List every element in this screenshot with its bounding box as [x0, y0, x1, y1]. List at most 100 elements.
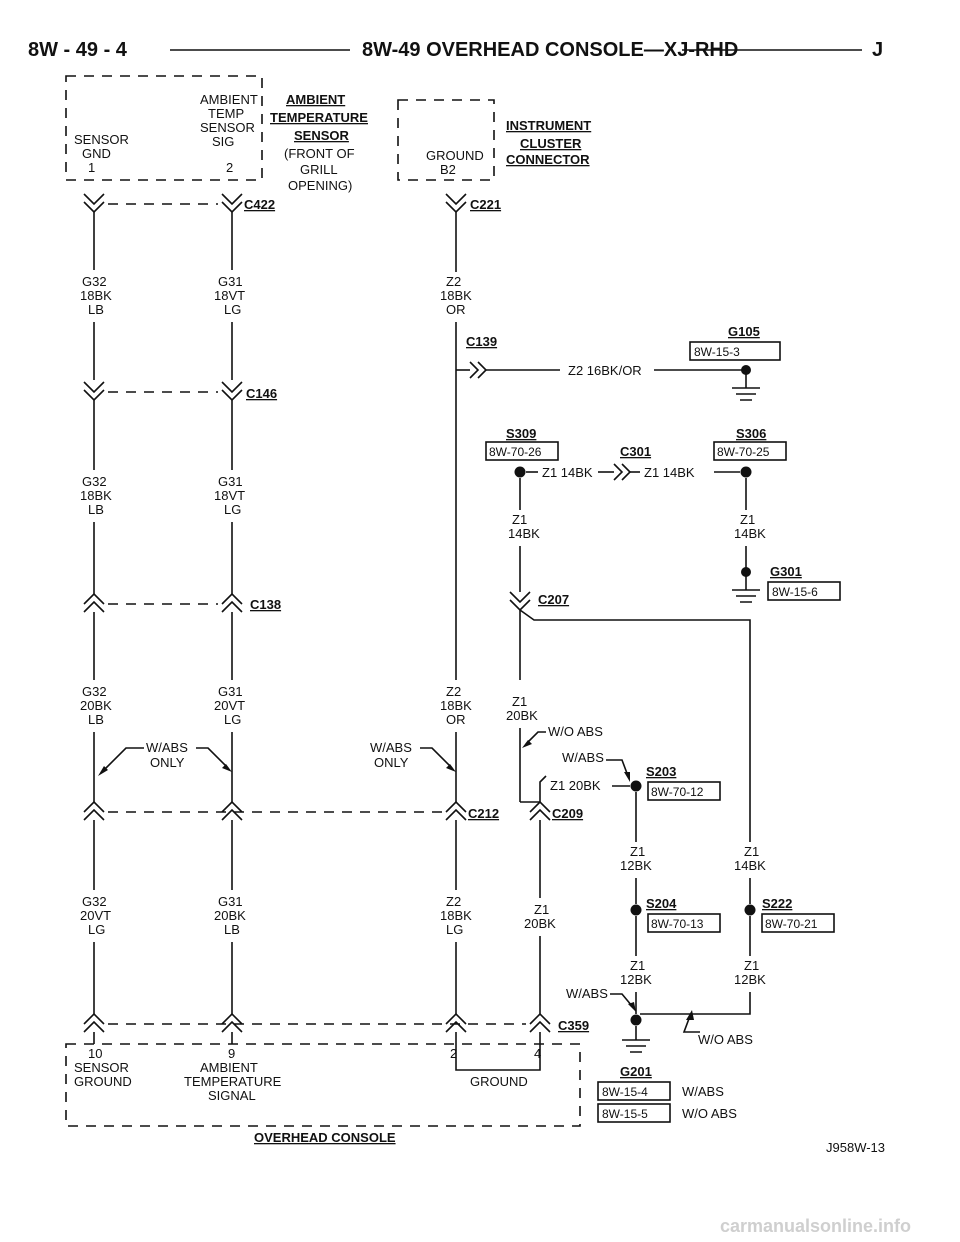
wire-c3-gauge: 18BK: [440, 908, 472, 923]
console-pin10-3: GROUND: [74, 1074, 132, 1089]
console-pin10-1: 10: [88, 1046, 102, 1061]
pin2-label-5: 2: [226, 160, 233, 175]
wabs-only-left-2: ONLY: [150, 755, 185, 770]
wabs-s203: W/ABS: [562, 750, 604, 765]
wire-z2-16-label: Z2 16BK/OR: [568, 363, 642, 378]
s222-ref-box: [761, 913, 835, 933]
console-pin4: 4: [534, 1046, 541, 1061]
wabs-arrow-center: [420, 747, 453, 769]
c209-label: C209: [552, 806, 583, 821]
g201-ref-b: 8W-15-5: [602, 1107, 648, 1121]
wire-f2-gauge: 12BK: [620, 972, 652, 987]
g301-ref: 8W-15-6: [772, 585, 818, 599]
figure-id: J958W-13: [826, 1140, 885, 1155]
wire-e1-circuit: Z1: [740, 512, 755, 527]
s204-node: [630, 904, 642, 916]
console-title: OVERHEAD CONSOLE: [254, 1130, 396, 1145]
wabs-g201: W/ABS: [566, 986, 608, 1001]
g201-label: G201: [620, 1064, 652, 1079]
s309-ref: 8W-70-26: [489, 445, 542, 459]
sensor-note-2: GRILL: [300, 162, 338, 177]
wire-e2-circuit: Z1: [744, 844, 759, 859]
cluster-title-3: CONNECTOR: [506, 152, 590, 167]
pin2-label-4: SIG: [212, 134, 234, 149]
c221-label: C221: [470, 197, 501, 212]
pin2-label-1: AMBIENT: [200, 92, 258, 107]
wire-a3-circuit: G32: [82, 684, 107, 699]
wabs-arrow-g201: [610, 993, 633, 1007]
wire-e-to-g201: [640, 992, 751, 1015]
c301-label: C301: [620, 444, 651, 459]
page-number: 8W - 49 - 4: [28, 39, 128, 61]
g301-ground-symbol: [732, 589, 760, 603]
wire-b1-gauge: 18VT: [214, 288, 245, 303]
wire-a1-circuit: G32: [82, 274, 107, 289]
s222-label: S222: [762, 896, 792, 911]
g105-ref-box: [689, 341, 781, 361]
sensor-title-1: AMBIENT: [286, 92, 345, 107]
console-pin9-4: SIGNAL: [208, 1088, 256, 1103]
sensor-title-3: SENSOR: [294, 128, 350, 143]
console-pin9-3: TEMPERATURE: [184, 1074, 282, 1089]
wire-b3-circuit: G31: [218, 684, 243, 699]
wire-a2-gauge: 18BK: [80, 488, 112, 503]
c359-terminal-b: [221, 1012, 243, 1033]
console-ground-bridge: [455, 1062, 541, 1071]
g105-ref: 8W-15-3: [694, 345, 740, 359]
wire-z1-20-to-s222: [519, 609, 751, 842]
c422-label: C422: [244, 197, 275, 212]
s204-ref-box: [647, 913, 721, 933]
c138-label: C138: [250, 597, 281, 612]
overhead-console-box: [65, 1043, 581, 1127]
wire-a4-color: LG: [88, 922, 105, 937]
wire-c1-circuit: Z2: [446, 274, 461, 289]
wire-b1-circuit: G31: [218, 274, 243, 289]
g201-ref-a: 8W-15-4: [602, 1085, 648, 1099]
wire-z1-14-left-label: Z1 14BK: [542, 465, 593, 480]
wabs-arrowhead-left-b: [222, 764, 232, 772]
wo-abs-arrow-g201: [682, 1015, 700, 1033]
wire-f1-gauge: 12BK: [620, 858, 652, 873]
wire-c2-gauge: 18BK: [440, 698, 472, 713]
wabs-arrow-left-b: [196, 747, 229, 769]
wire-b2-gauge: 18VT: [214, 488, 245, 503]
g201-ref-b-box: [597, 1103, 671, 1123]
cluster-title-2: CLUSTER: [520, 136, 582, 151]
s203-ref: 8W-70-12: [651, 785, 704, 799]
wire-d2-gauge: 20BK: [506, 708, 538, 723]
wire-a2-color: LB: [88, 502, 104, 517]
wire-z1-20-branch-label: Z1 20BK: [550, 778, 601, 793]
wabs-arrow-s203: [606, 759, 629, 777]
console-ground: GROUND: [470, 1074, 528, 1089]
wire-z1-20-branch: [539, 775, 547, 802]
wire-f1-circuit: Z1: [630, 844, 645, 859]
c146-terminal-b: [221, 381, 243, 402]
c212-terminal-a: [83, 800, 105, 821]
console-pin9-2: AMBIENT: [200, 1060, 258, 1075]
page-title: 8W-49 OVERHEAD CONSOLE—XJ-RHD: [362, 39, 738, 61]
c212-terminal-c: [445, 800, 467, 821]
cluster-pin-label-2: B2: [440, 162, 456, 177]
c212-terminal-b: [221, 800, 243, 821]
page-letter: J: [872, 39, 883, 61]
g201-node: [630, 1014, 642, 1026]
wire-a1-color: LB: [88, 302, 104, 317]
wire-b4-gauge: 20BK: [214, 908, 246, 923]
c212-label: C212: [468, 806, 499, 821]
s204-ref: 8W-70-13: [651, 917, 704, 931]
wire-b4-color: LB: [224, 922, 240, 937]
c139-label: C139: [466, 334, 497, 349]
wo-abs-arrowhead-g201: [686, 1010, 694, 1020]
wabs-arrowhead-center: [446, 764, 456, 772]
wabs-arrowhead-left-a: [98, 766, 108, 776]
c139-terminal: [469, 361, 488, 379]
wire-z1-14-right-label: Z1 14BK: [644, 465, 695, 480]
wire-c1-gauge: 18BK: [440, 288, 472, 303]
c359-terminal-d: [529, 1012, 551, 1033]
g201-ref-a-box: [597, 1081, 671, 1101]
s306-node: [740, 466, 752, 478]
wire-b1-color: LG: [224, 302, 241, 317]
wire-b3-gauge: 20VT: [214, 698, 245, 713]
s222-ref: 8W-70-21: [765, 917, 818, 931]
g201-ground-symbol: [622, 1039, 650, 1053]
